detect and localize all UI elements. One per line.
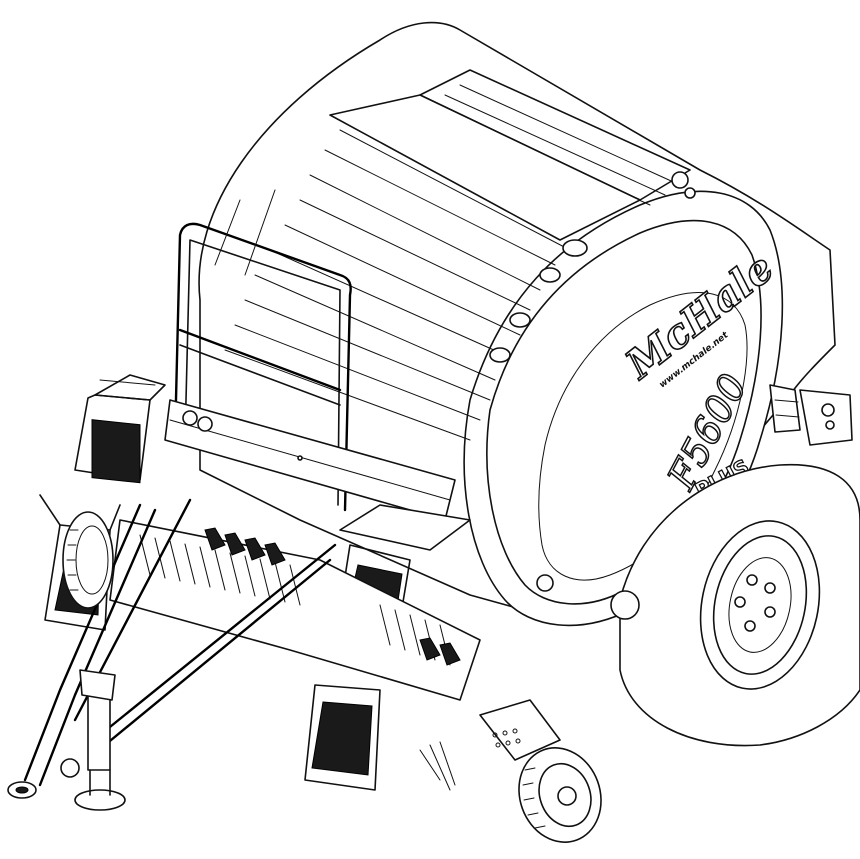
- pickup-tines: [109, 519, 481, 701]
- left-step: [74, 374, 166, 484]
- main-wheel: [619, 463, 860, 747]
- drawbar: [7, 498, 337, 811]
- front-handrail: [173, 189, 352, 512]
- gauge-wheel: [518, 747, 602, 843]
- bottom-step: [304, 684, 381, 791]
- rotor-hub: [419, 590, 640, 791]
- rear-side-bracket: [769, 384, 853, 446]
- left-pickup-wheel: [62, 511, 114, 609]
- chamber-rollers: [224, 69, 696, 441]
